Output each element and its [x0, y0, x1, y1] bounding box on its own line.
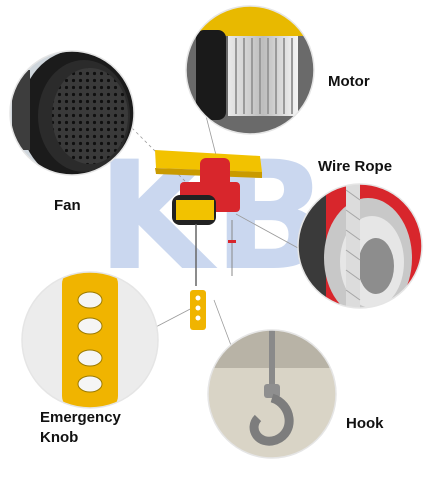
- hoist-unit: [155, 150, 262, 330]
- fan-detail: [10, 51, 134, 175]
- fan-label: Fan: [54, 197, 81, 214]
- motor-detail: [186, 6, 314, 134]
- emergency-knob-detail: [22, 272, 158, 408]
- hook-label: Hook: [346, 415, 384, 432]
- motor-label: Motor: [328, 73, 370, 90]
- hook-detail: [208, 330, 336, 458]
- wire-rope-label: Wire Rope: [318, 158, 393, 175]
- emergency-knob-label: Emergency Knob: [40, 409, 121, 446]
